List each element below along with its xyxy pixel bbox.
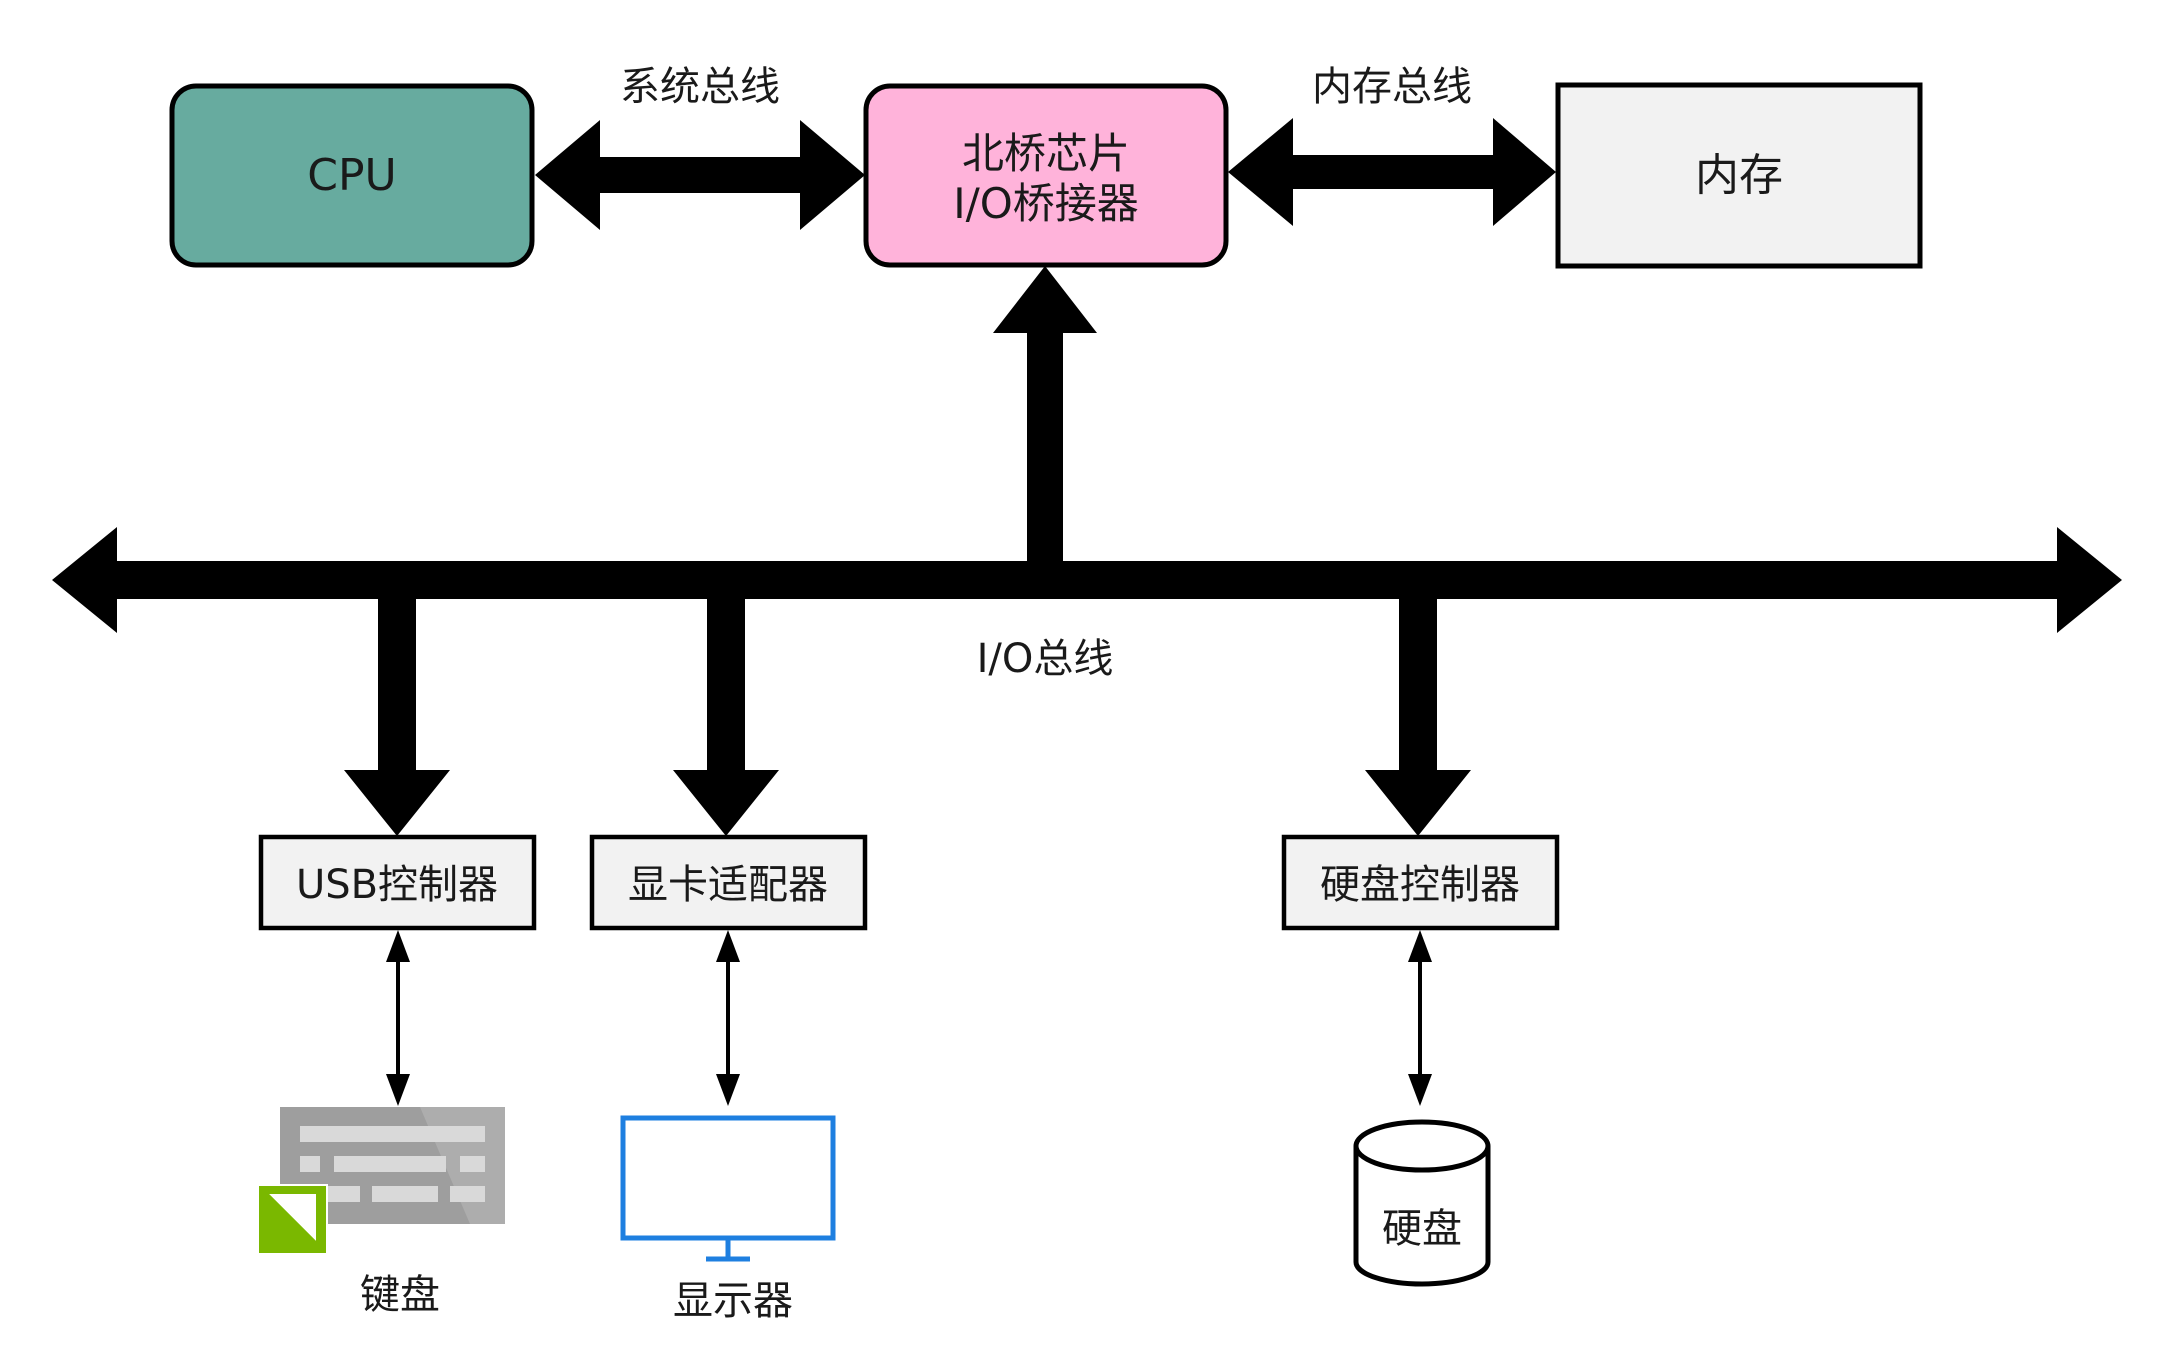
cpu-box [169,83,535,268]
disk-cylinder-icon: 硬盘 [1353,1119,1491,1287]
graphics-adapter-node: 显卡适配器 [589,834,868,931]
usb-to-keyboard-head-bottom [386,1074,410,1106]
memory-bus-label: 内存总线 [1312,64,1472,110]
disk-controller-label: 硬盘控制器 [1320,862,1520,908]
usb-to-keyboard-connector [386,930,410,1106]
graphics-to-monitor-connector [716,930,740,1106]
io-to-northbridge-arrow [993,266,1097,565]
northbridge-label-line1: 北桥芯片 [962,129,1130,178]
disk-controller-to-disk-head-top [1408,930,1432,962]
cpu-node: CPU [169,83,535,268]
keyboard-badge-green-overlay [269,1194,316,1241]
graphics-to-monitor-head-top [716,930,740,962]
northbridge-label-line2: I/O桥接器 [953,179,1139,228]
memory-bus-arrow [1228,118,1556,226]
monitor-screen [620,1115,836,1241]
graphics-to-monitor-head-bottom [716,1074,740,1106]
keyboard-label: 键盘 [360,1272,440,1318]
io-to-usb-arrow-shape [344,597,450,836]
io-to-northbridge-arrow-shape [993,266,1097,565]
disk-controller-box [1281,834,1560,931]
system-bus-arrow-shape [535,120,865,230]
keyboard-key-row-2b [334,1156,446,1172]
io-to-usb-arrow [344,597,450,836]
keyboard-key-row-1 [300,1126,485,1142]
keyboard-key-row-3b [372,1186,438,1202]
keyboard-key-row-2a [300,1156,320,1172]
keyboard-key-row-3c [450,1186,485,1202]
disk-label: 硬盘 [1382,1206,1462,1252]
io-bus-label: I/O总线 [977,636,1114,682]
usb-controller-node: USB控制器 [258,834,537,931]
memory-label: 内存 [1695,150,1783,201]
northbridge-box [863,83,1229,268]
memory-bus-arrow-shape [1228,118,1556,226]
io-to-graphics-arrow-shape [673,597,779,836]
system-bus-arrow [535,120,865,230]
keyboard-icon [257,1107,505,1255]
disk-controller-to-disk-head-bottom [1408,1074,1432,1106]
io-bus-arrow-shape [52,527,2122,633]
usb-controller-box [258,834,537,931]
usb-to-keyboard-head-top [386,930,410,962]
disk-controller-node: 硬盘控制器 [1281,834,1560,931]
memory-box [1555,82,1923,269]
io-to-disk-controller-arrow-shape [1365,597,1471,836]
disk-controller-to-disk-connector [1408,930,1432,1106]
disk-cylinder-top [1353,1119,1491,1173]
io-to-graphics-arrow [673,597,779,836]
system-bus-label: 系统总线 [620,64,780,110]
northbridge-node: 北桥芯片 I/O桥接器 [863,83,1229,268]
memory-node: 内存 [1555,82,1923,269]
graphics-adapter-label: 显卡适配器 [628,862,828,908]
graphics-adapter-box [589,834,868,931]
monitor-icon [620,1115,836,1262]
io-to-disk-controller-arrow [1365,597,1471,836]
usb-controller-label: USB控制器 [296,862,498,908]
cpu-label: CPU [307,150,396,201]
disk-cylinder-body [1353,1146,1491,1287]
io-bus-arrow [52,527,2122,633]
keyboard-key-row-2c [460,1156,485,1172]
monitor-label: 显示器 [673,1278,793,1324]
